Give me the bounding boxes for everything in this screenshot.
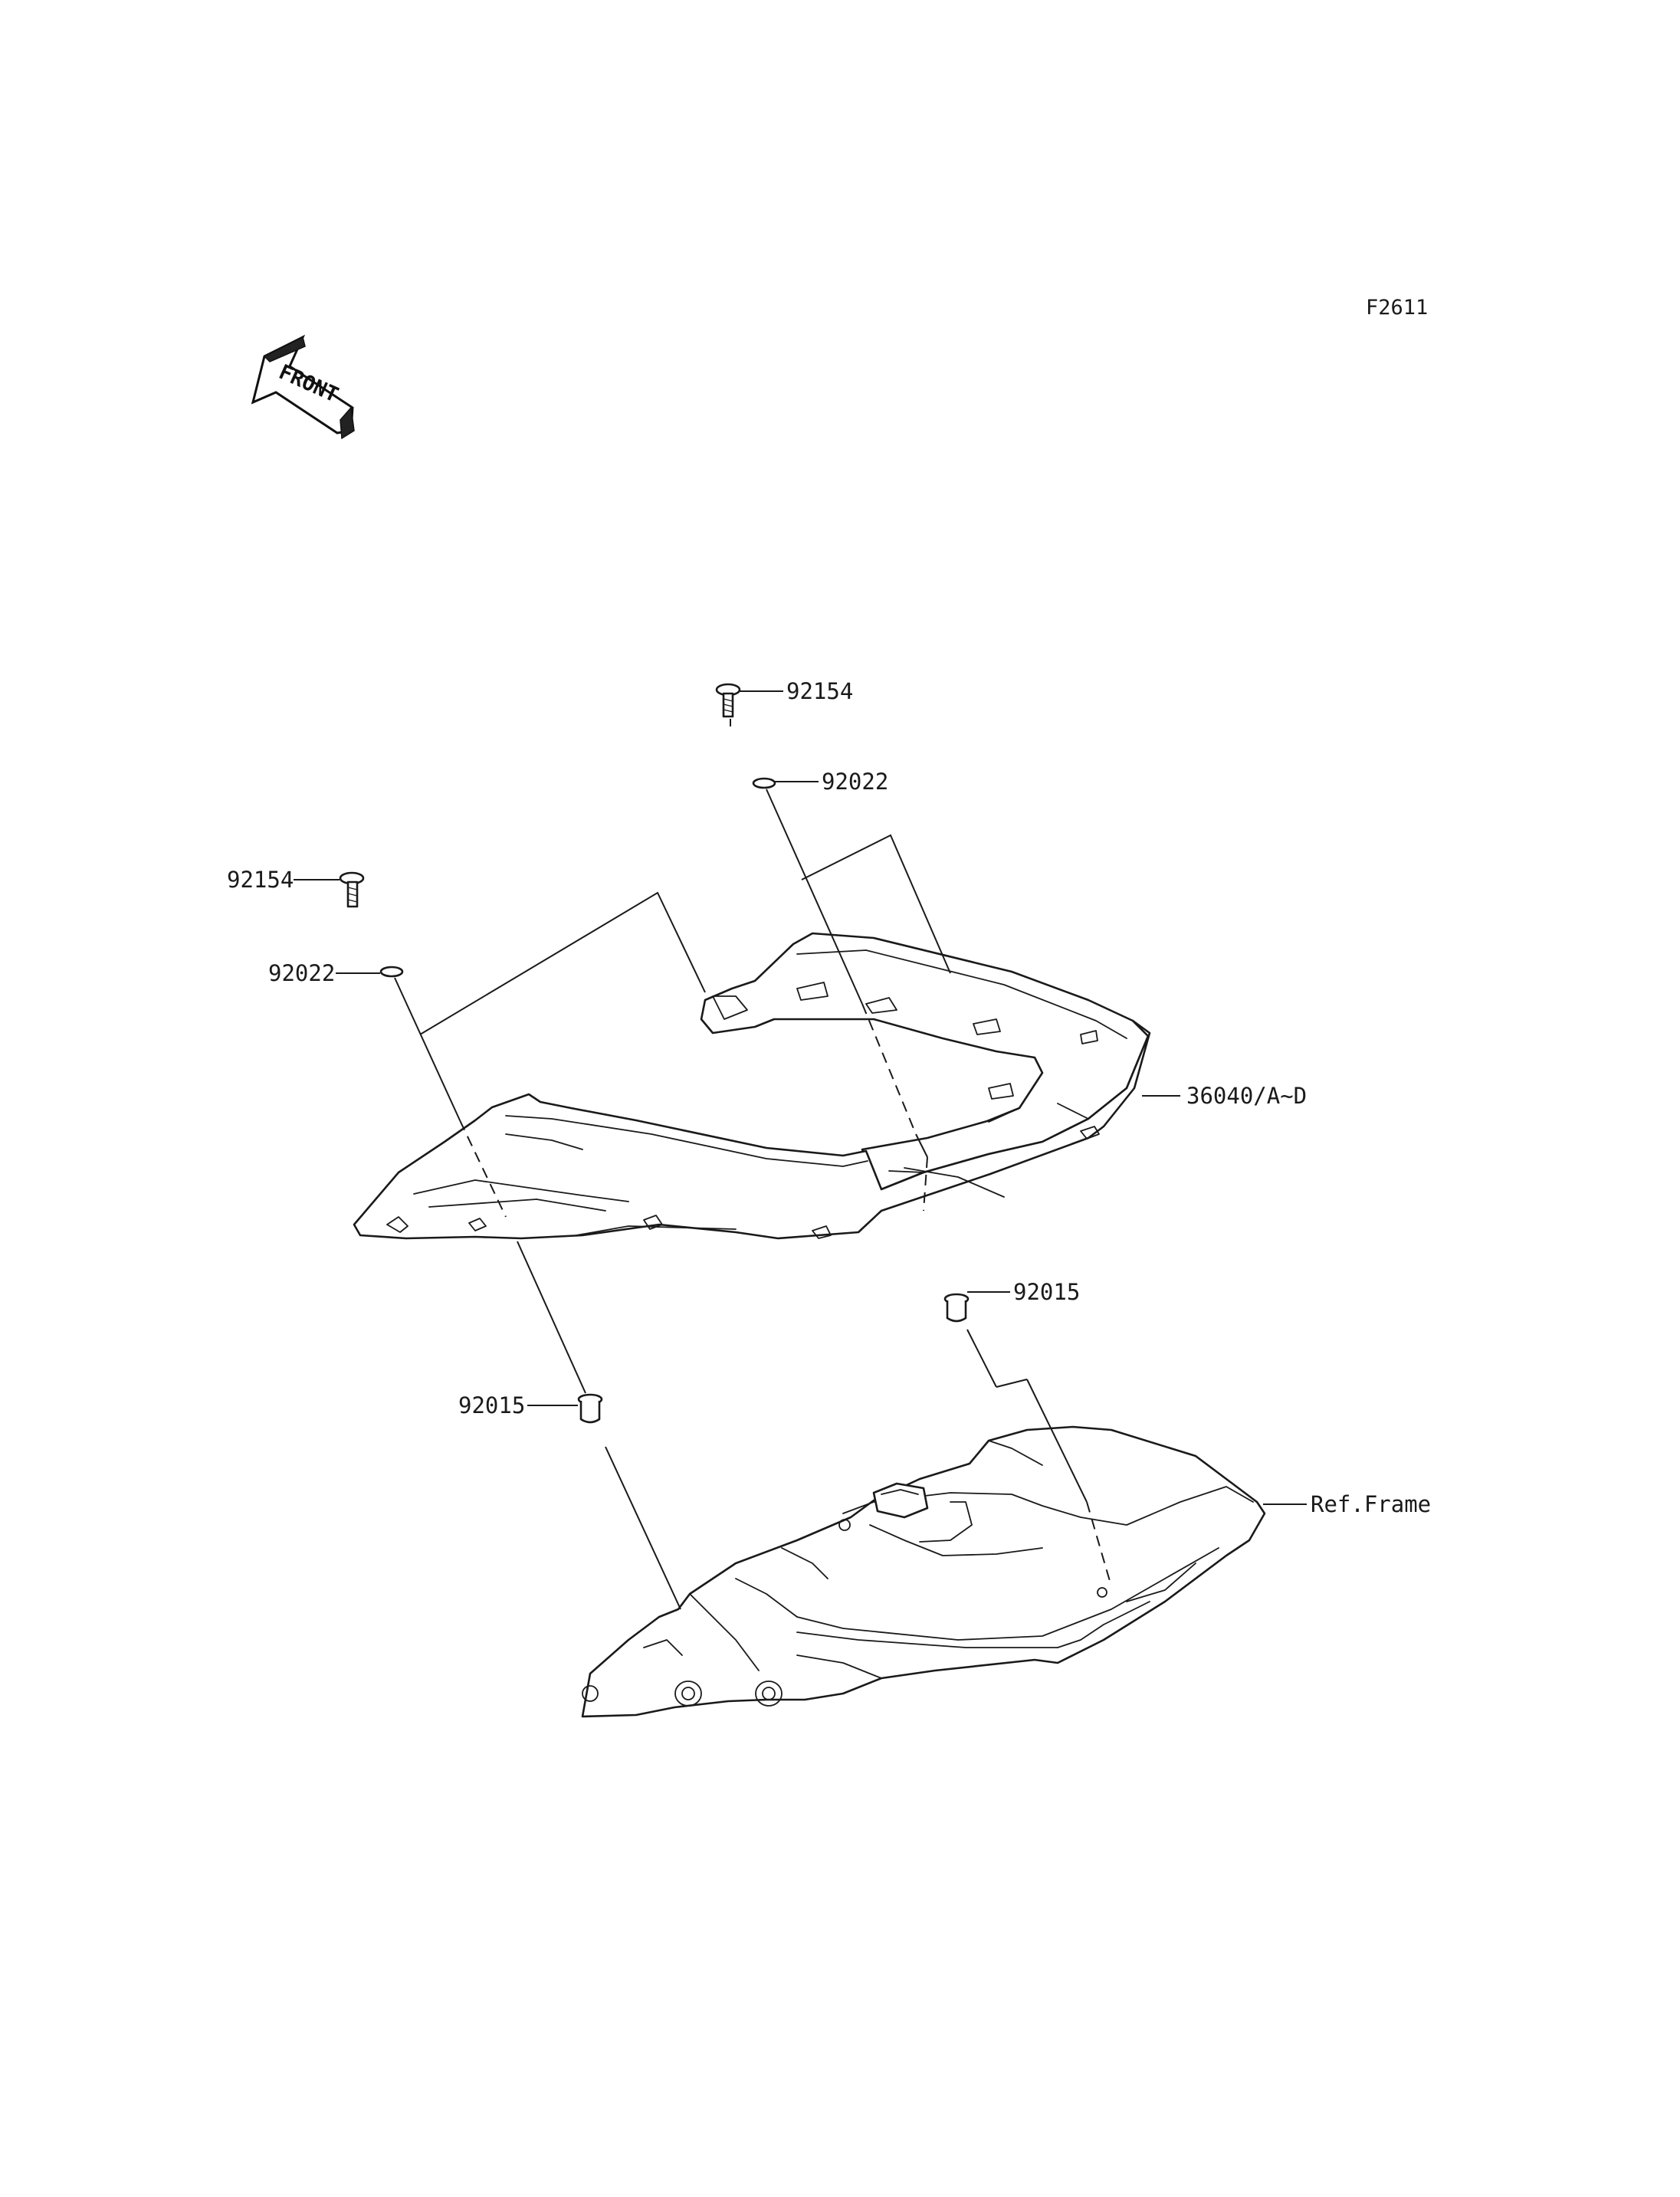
callout-bolt-left: 92154 <box>227 867 294 893</box>
badge-marks <box>386 1126 1100 1239</box>
figure-code: F2611 <box>1366 296 1428 320</box>
callout-washer-top: 92022 <box>822 769 888 795</box>
grommet-icon <box>577 1393 603 1424</box>
callout-grommet-left: 92015 <box>458 1392 525 1418</box>
grommet-icon <box>943 1293 970 1323</box>
assembly-lines <box>394 719 1112 1610</box>
front-arrow-icon: FRONT <box>251 334 355 440</box>
callout-grommet-right: 92015 <box>1013 1279 1080 1305</box>
washer-icon <box>752 777 776 789</box>
callout-seat-cover: 36040/A~D <box>1186 1083 1307 1109</box>
callout-frame-ref: Ref.Frame <box>1311 1491 1431 1517</box>
seat-cover-part <box>353 932 1151 1240</box>
bolt-icon <box>715 683 741 718</box>
washer-icon <box>379 966 404 978</box>
callout-washer-left: 92022 <box>268 960 335 986</box>
bolt-icon <box>339 871 365 908</box>
callout-bolt-top: 92154 <box>786 678 853 704</box>
rear-frame-part <box>581 1425 1266 1718</box>
leader-lines <box>294 690 1307 1505</box>
